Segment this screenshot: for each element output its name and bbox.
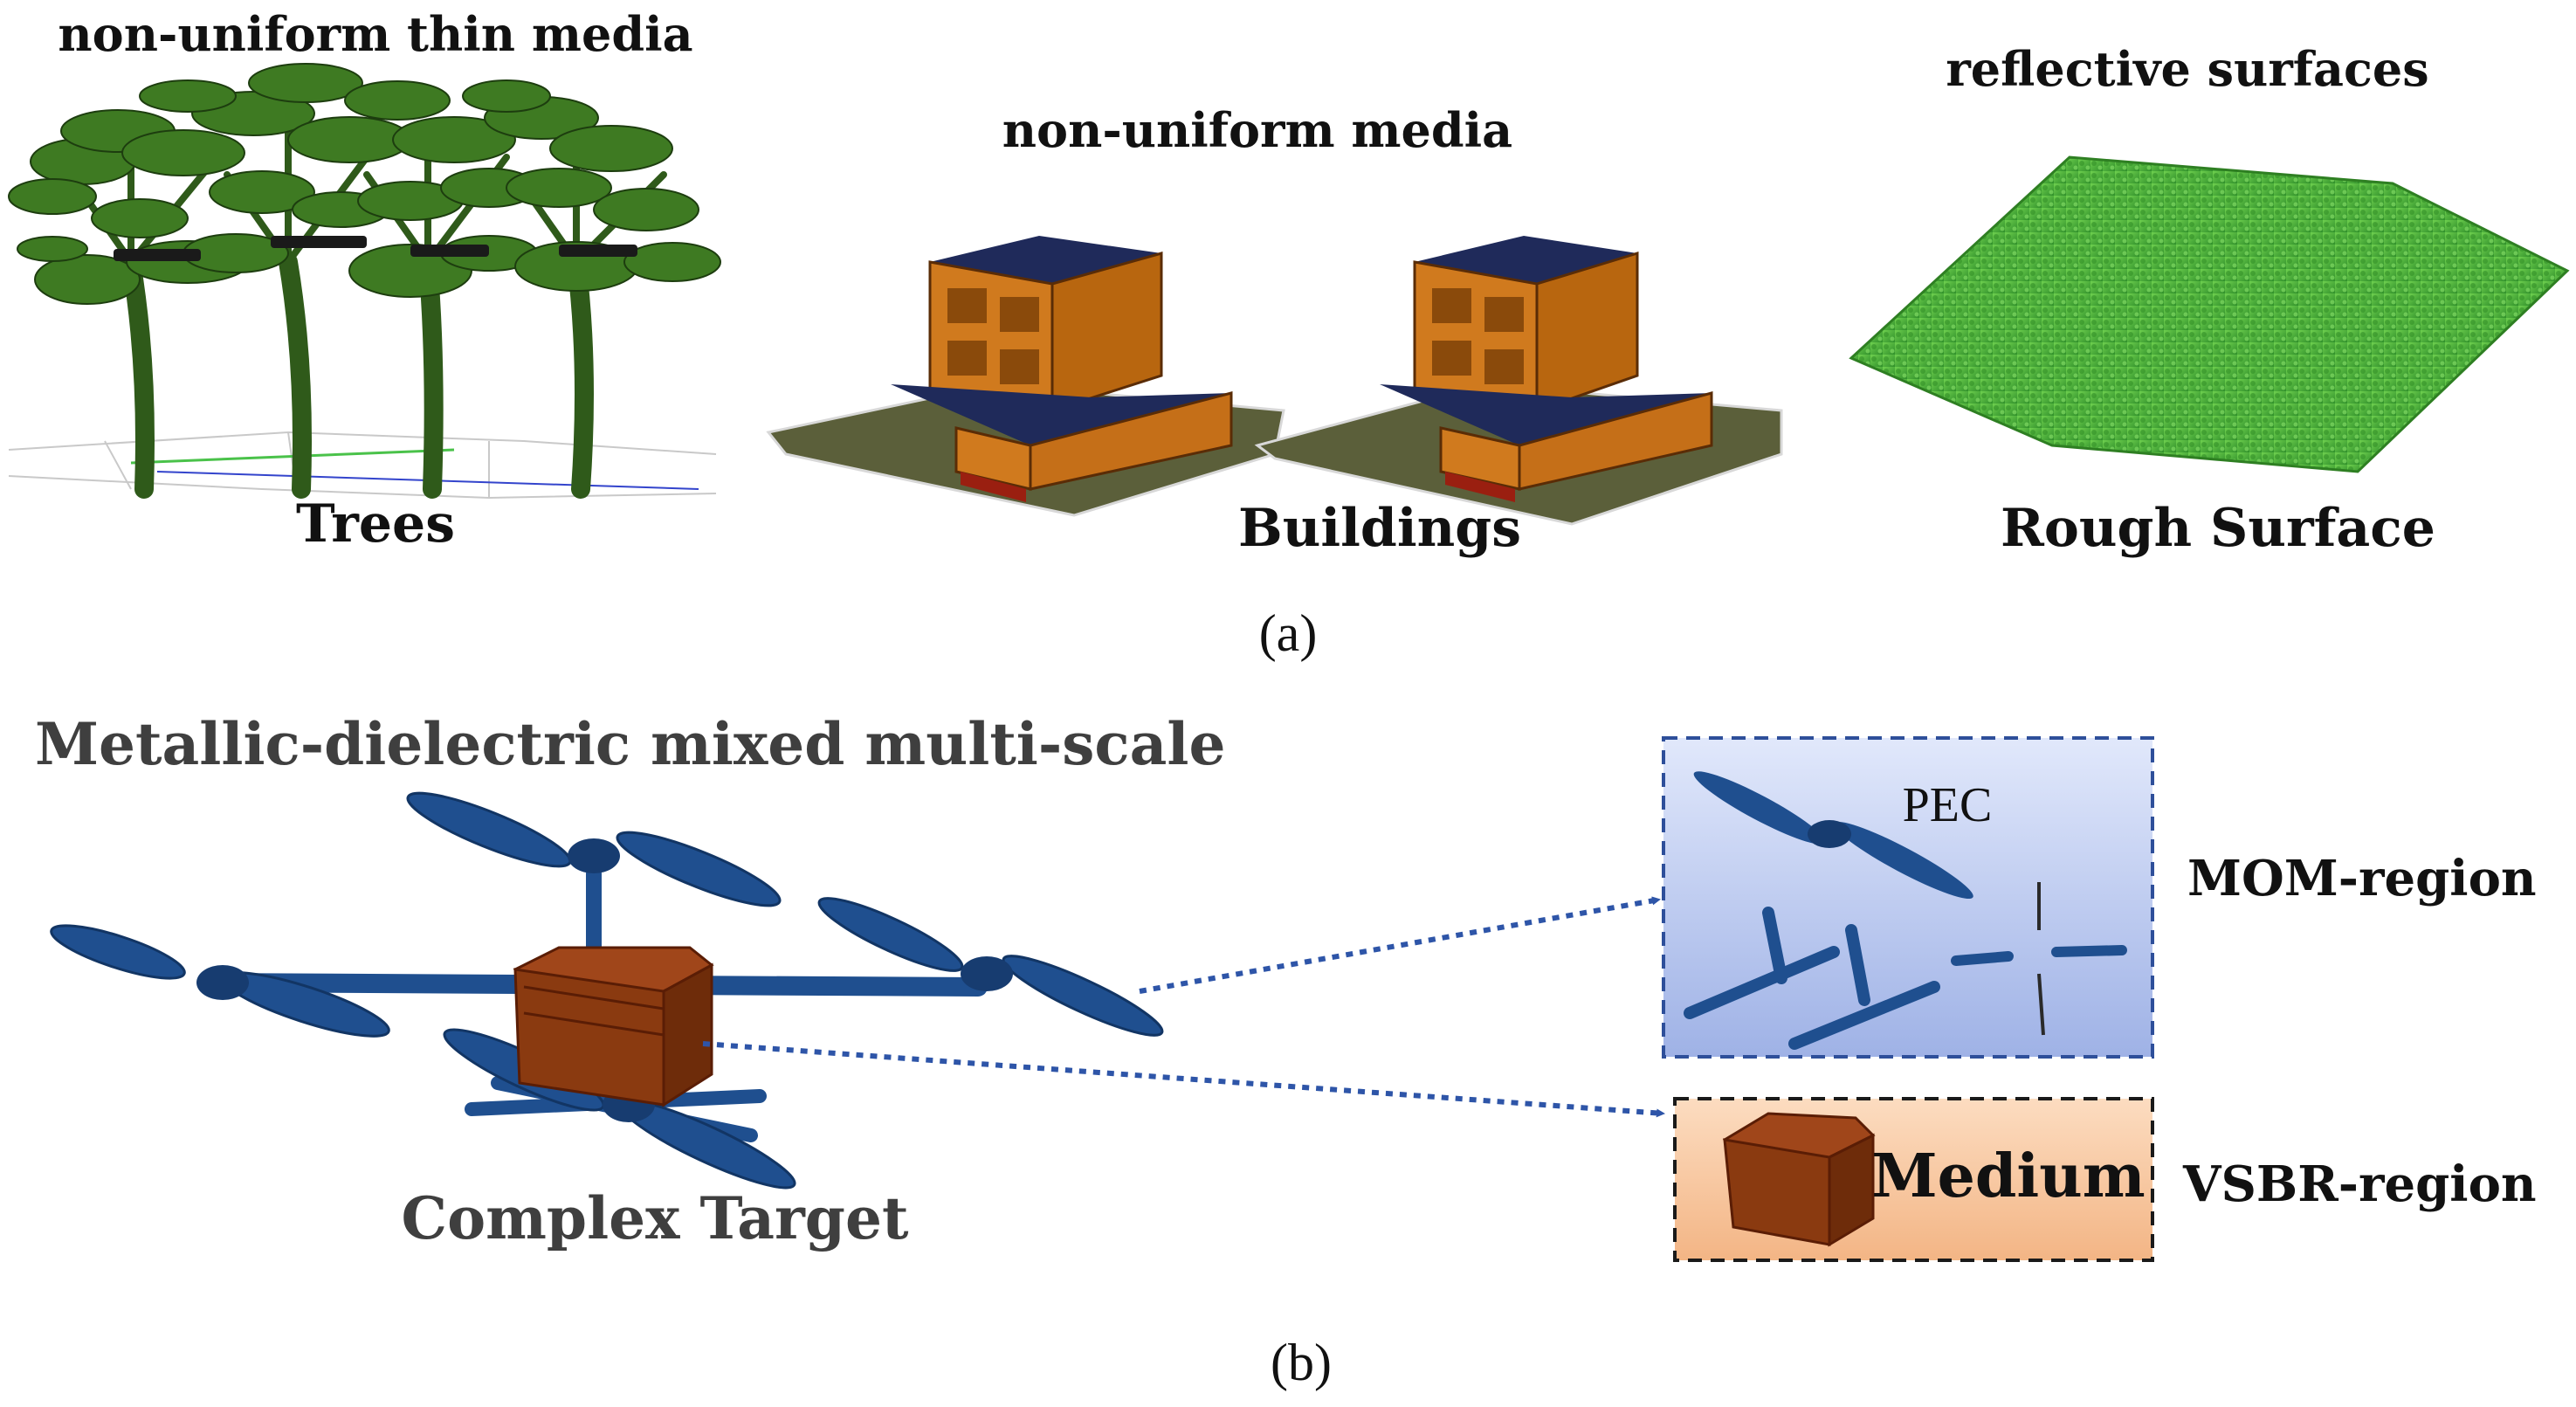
trees-caption-top: non-uniform thin media xyxy=(58,6,692,62)
buildings-caption-bottom: Buildings xyxy=(1238,498,1521,559)
drone-illustration xyxy=(50,791,1164,1190)
drone-payload-box xyxy=(513,946,714,1107)
vsbr-region-label: VSBR-region xyxy=(2182,1155,2537,1213)
tree-branch-hubs xyxy=(114,236,637,261)
rough-surface-patch xyxy=(1849,155,2570,473)
panel-a: non-uniform thin media xyxy=(8,6,2570,662)
building-right xyxy=(1380,236,1713,502)
buildings-illustration: non-uniform media xyxy=(766,102,1783,559)
mom-region-box: PEC MOM-region xyxy=(1662,736,2537,1059)
buildings-caption-top: non-uniform media xyxy=(1002,102,1512,158)
rough-surface-illustration: reflective surfaces Rough Surface xyxy=(1849,41,2570,559)
pec-components xyxy=(1684,771,2127,1050)
medium-box-icon xyxy=(1722,1112,1876,1247)
tree-leaves xyxy=(8,63,721,305)
surface-caption-bottom: Rough Surface xyxy=(2001,498,2435,559)
panel-b-title: Metallic-dielectric mixed multi-scale xyxy=(35,710,1225,778)
ground-grid xyxy=(8,431,717,500)
complex-target-label: Complex Target xyxy=(402,1184,909,1252)
medium-label: Medium xyxy=(1871,1141,2145,1211)
trees-caption-bottom: Trees xyxy=(296,493,455,555)
panel-b-label: (b) xyxy=(1271,1334,1332,1391)
vsbr-region-box: Medium VSBR-region xyxy=(1673,1097,2537,1262)
pec-label: PEC xyxy=(1903,778,1993,832)
arrow-to-mom-region xyxy=(1139,896,1661,994)
arrow-to-vsbr-region xyxy=(702,1041,1665,1118)
trees-illustration: non-uniform thin media xyxy=(8,6,721,555)
surface-caption-top: reflective surfaces xyxy=(1946,41,2428,97)
panel-a-label: (a) xyxy=(1259,604,1318,662)
panel-b: Metallic-dielectric mixed multi-scale xyxy=(35,710,2537,1391)
building-left xyxy=(891,236,1233,502)
mom-region-label: MOM-region xyxy=(2187,850,2537,907)
